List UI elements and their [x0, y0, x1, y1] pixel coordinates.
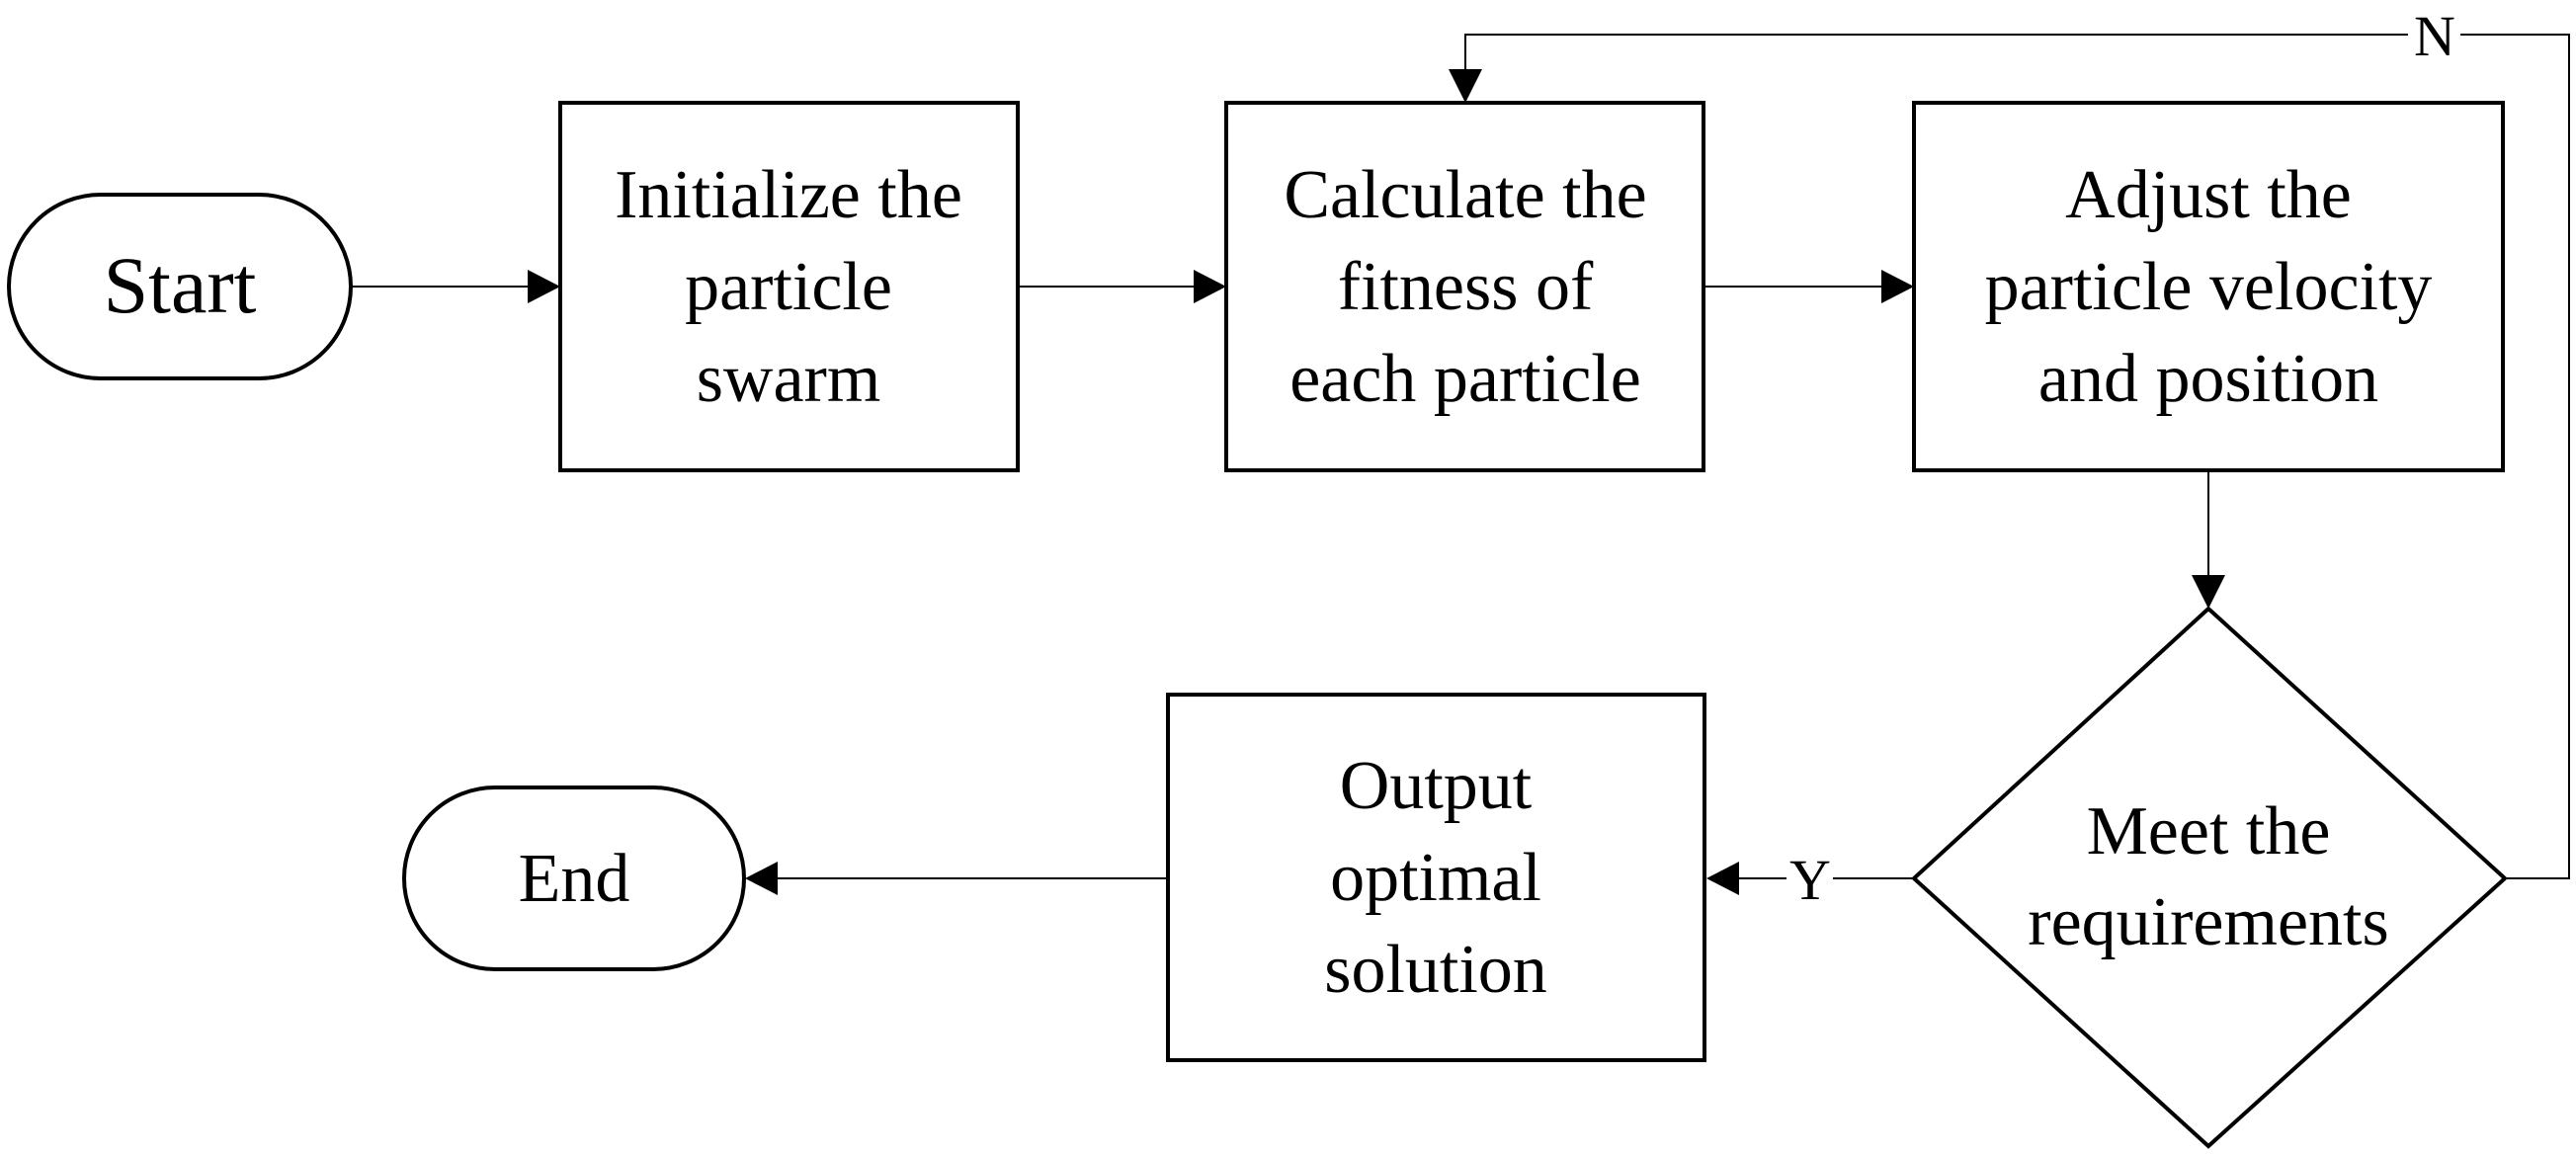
yes-edge-label: Y — [1789, 848, 1831, 912]
output-label-line-2: optimal — [1330, 840, 1541, 916]
output-label-line-1: Output — [1340, 748, 1533, 824]
arrowhead-init-to-fitness — [1194, 270, 1226, 303]
edge-decision-loop-back — [2460, 34, 2570, 879]
fitness-label-line-1: Calculate the — [1284, 157, 1646, 233]
arrowhead-loop-to-fitness — [1449, 69, 1482, 103]
init-node: Initialize the particle swarm — [558, 101, 1020, 472]
fitness-label-line-2: fitness of — [1338, 249, 1594, 325]
no-edge-label: N — [2414, 4, 2455, 68]
adjust-label-line-3: and position — [2038, 341, 2378, 417]
arrowhead-adjust-to-decision — [2192, 575, 2225, 609]
adjust-label-line-1: Adjust the — [2065, 157, 2352, 233]
arrowhead-decision-to-output — [1706, 862, 1739, 895]
init-label-line-2: particle — [685, 249, 892, 325]
end-label: End — [519, 841, 630, 917]
fitness-node: Calculate the fitness of each particle — [1224, 101, 1705, 472]
arrowhead-fitness-to-adjust — [1881, 270, 1914, 303]
start-label: Start — [104, 240, 257, 330]
edge-loop-top — [1464, 34, 2408, 74]
init-label-line-1: Initialize the — [615, 157, 962, 233]
arrowhead-output-to-end — [745, 862, 778, 895]
adjust-label-line-2: particle velocity — [1985, 249, 2433, 325]
decision-node: Meet the requirements — [1911, 606, 2508, 1149]
decision-label-line-2: requirements — [2028, 884, 2388, 960]
end-node: End — [402, 786, 746, 971]
adjust-node: Adjust the particle velocity and positio… — [1912, 101, 2505, 472]
start-node: Start — [7, 193, 353, 380]
arrowhead-start-to-init — [528, 270, 560, 303]
output-label-line-3: solution — [1324, 932, 1547, 1008]
output-node: Output optimal solution — [1166, 693, 1706, 1062]
fitness-label-line-3: each particle — [1289, 341, 1641, 417]
decision-label-line-1: Meet the — [2087, 793, 2331, 869]
init-label-line-3: swarm — [697, 341, 881, 417]
